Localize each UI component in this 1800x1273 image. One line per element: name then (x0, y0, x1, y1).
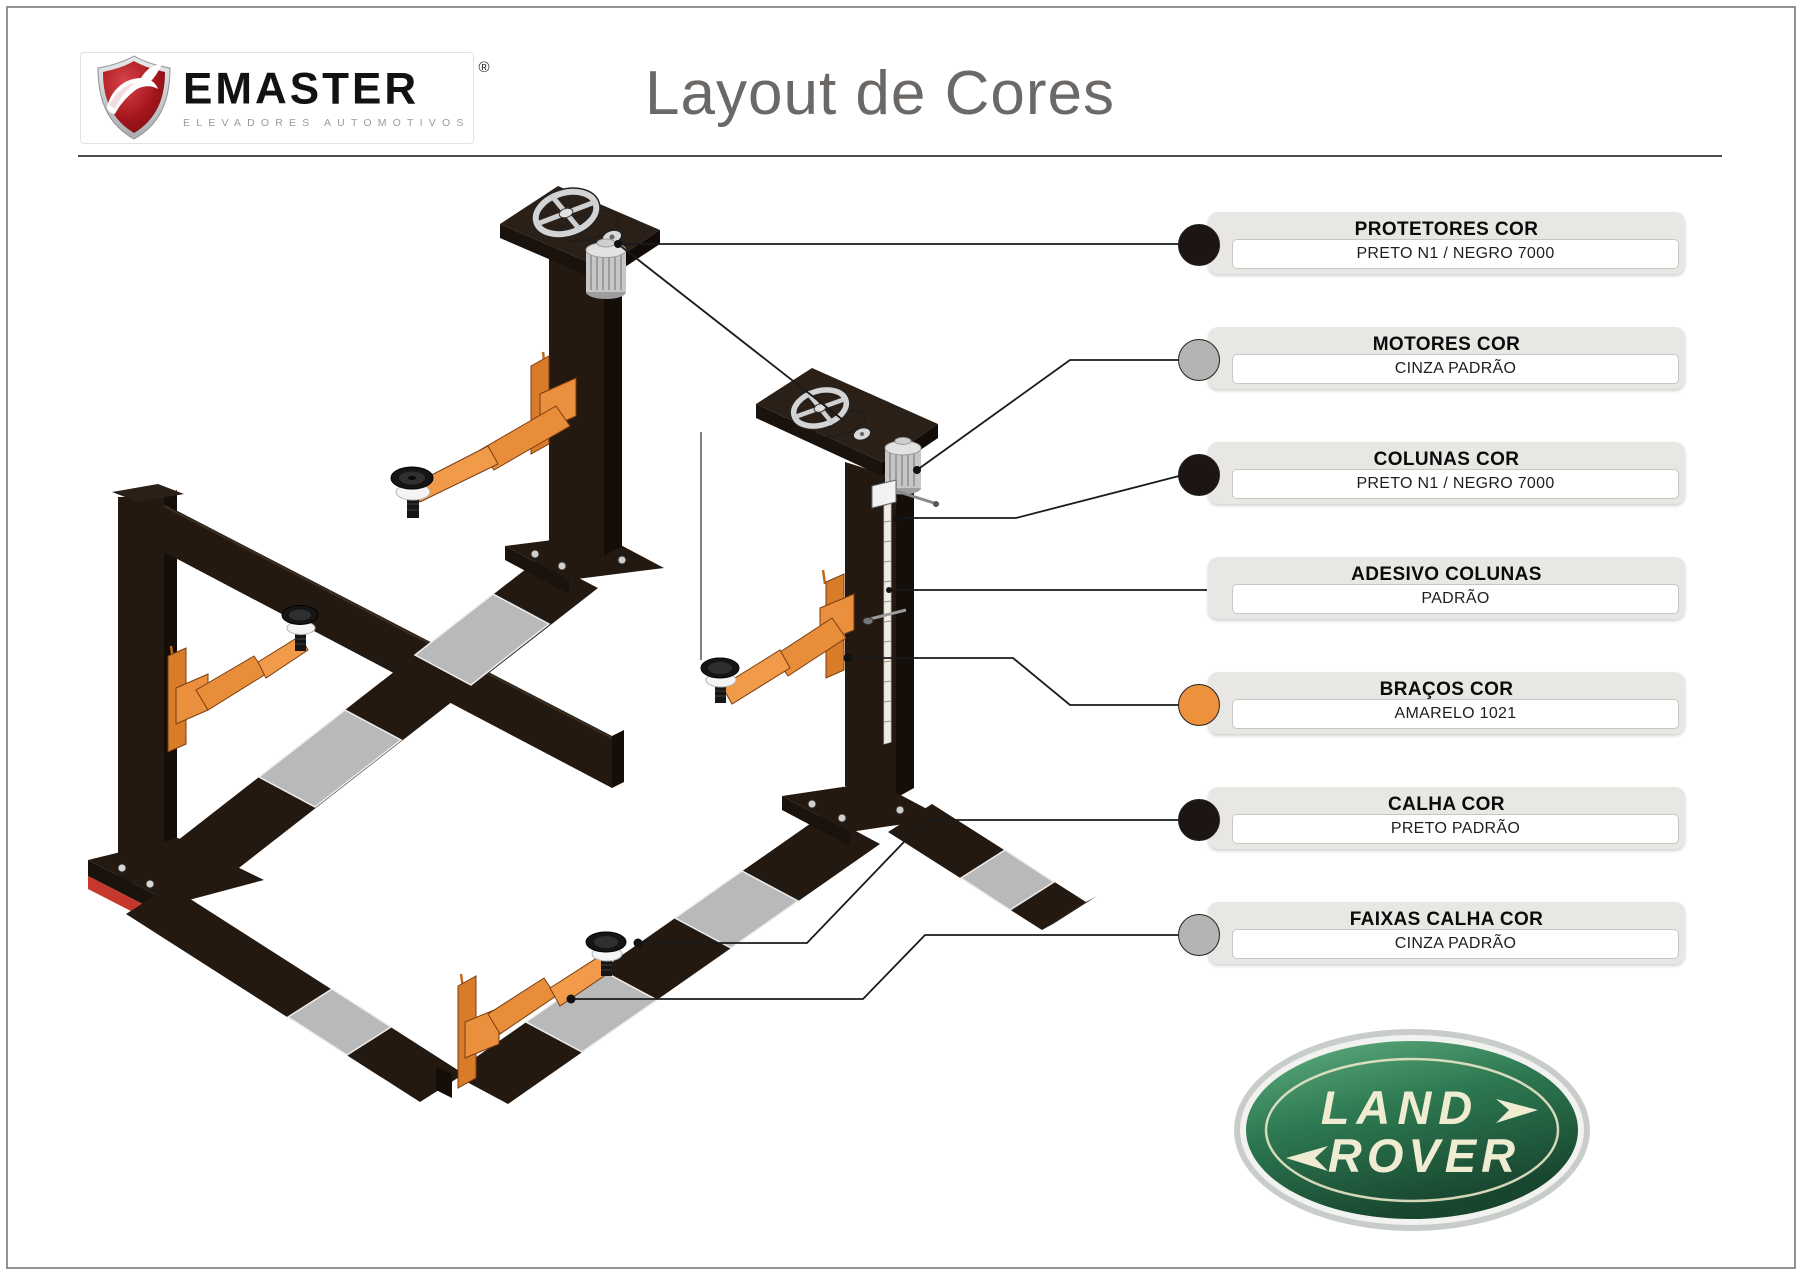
callout-bubble: COLUNAS COR PRETO N1 / NEGRO 7000 (1208, 442, 1685, 504)
callout-leader-lines (571, 243, 1207, 1000)
color-swatch (1178, 799, 1220, 841)
arm-pad (390, 466, 434, 518)
right-column (756, 368, 944, 846)
color-swatch (1178, 914, 1220, 956)
calha-floor-channel (126, 558, 1097, 1104)
header-divider (78, 155, 1722, 157)
callout-motores: MOTORES COR CINZA PADRÃO (1178, 327, 1708, 393)
callout-bracos: BRAÇOS COR AMARELO 1021 (1178, 672, 1708, 738)
column-adhesive-strip (862, 503, 907, 745)
callout-title: COLUNAS COR (1373, 449, 1520, 470)
pulley-wheel-icon (789, 385, 851, 431)
gantry-post (112, 484, 624, 888)
callout-bubble: FAIXAS CALHA COR CINZA PADRÃO (1208, 902, 1685, 964)
left-column (500, 186, 702, 660)
callout-title: BRAÇOS COR (1379, 679, 1514, 700)
callout-value: AMARELO 1021 (1394, 705, 1517, 722)
right-motor (884, 437, 922, 495)
calha-gray-stripes (257, 593, 1056, 1056)
left-motor (585, 238, 627, 299)
protector-top-plate (756, 368, 938, 462)
land-text: LAND (1321, 1081, 1480, 1134)
callout-value: PADRÃO (1421, 590, 1490, 607)
callout-bubble: PROTETORES COR PRETO N1 / NEGRO 7000 (1208, 212, 1685, 274)
arm-pad (700, 657, 740, 703)
limit-switch (871, 479, 939, 509)
callout-bubble: ADESIVO COLUNAS PADRÃO (1208, 557, 1685, 619)
arm-pad (585, 931, 627, 976)
page-border (6, 6, 1796, 1269)
registered-mark: ® (478, 59, 490, 76)
brand-tagline: ELEVADORES AUTOMOTIVOS (183, 117, 470, 129)
callout-bubble: MOTORES COR CINZA PADRÃO (1208, 327, 1685, 389)
callout-value: PRETO PADRÃO (1390, 820, 1521, 837)
emaster-shield-icon (97, 55, 171, 140)
lift-arm-left-upper (409, 351, 577, 503)
emaster-logo: EMASTER ® ELEVADORES AUTOMOTIVOS (80, 52, 490, 144)
lift-arm-rear (167, 635, 309, 753)
color-swatch (1178, 224, 1220, 266)
lift-arm-front (457, 955, 611, 1089)
callout-value: CINZA PADRÃO (1394, 935, 1517, 952)
callout-adesivo: ADESIVO COLUNAS PADRÃO (1178, 557, 1708, 623)
callout-calha: CALHA COR PRETO PADRÃO (1178, 787, 1708, 853)
arm-pad (281, 605, 319, 651)
callout-faixas: FAIXAS CALHA COR CINZA PADRÃO (1178, 902, 1708, 968)
callout-value: PRETO N1 / NEGRO 7000 (1356, 245, 1555, 262)
protector-top-plate (500, 186, 660, 268)
callout-title: FAIXAS CALHA COR (1349, 909, 1544, 930)
page-title: Layout de Cores (645, 59, 1115, 128)
callout-value: PRETO N1 / NEGRO 7000 (1356, 475, 1555, 492)
rover-text: ROVER (1328, 1129, 1520, 1182)
pulley-wheel-icon (531, 187, 601, 239)
callout-value: CINZA PADRÃO (1394, 360, 1517, 377)
brand-name: EMASTER (183, 63, 420, 114)
callout-title: ADESIVO COLUNAS (1351, 564, 1542, 585)
rhino-icon (107, 78, 158, 114)
callout-title: PROTETORES COR (1354, 219, 1539, 240)
lift-arm-right (721, 569, 855, 705)
callout-protetores: PROTETORES COR PRETO N1 / NEGRO 7000 (1178, 212, 1708, 278)
callout-title: CALHA COR (1388, 794, 1505, 815)
arrow-right-icon (1496, 1099, 1538, 1123)
gantry-base (88, 838, 264, 933)
arrow-left-icon (1286, 1146, 1328, 1171)
callout-anchor-dots (566, 240, 921, 1004)
base-red-strip (88, 876, 174, 933)
callout-bubble: CALHA COR PRETO PADRÃO (1208, 787, 1685, 849)
color-swatch (1178, 339, 1220, 381)
color-swatch (1178, 684, 1220, 726)
color-swatch (1178, 454, 1220, 496)
callout-bubble: BRAÇOS COR AMARELO 1021 (1208, 672, 1685, 734)
land-rover-logo: LAND ROVER (1234, 1029, 1590, 1231)
callout-title: MOTORES COR (1372, 334, 1521, 355)
callout-colunas: COLUNAS COR PRETO N1 / NEGRO 7000 (1178, 442, 1708, 508)
